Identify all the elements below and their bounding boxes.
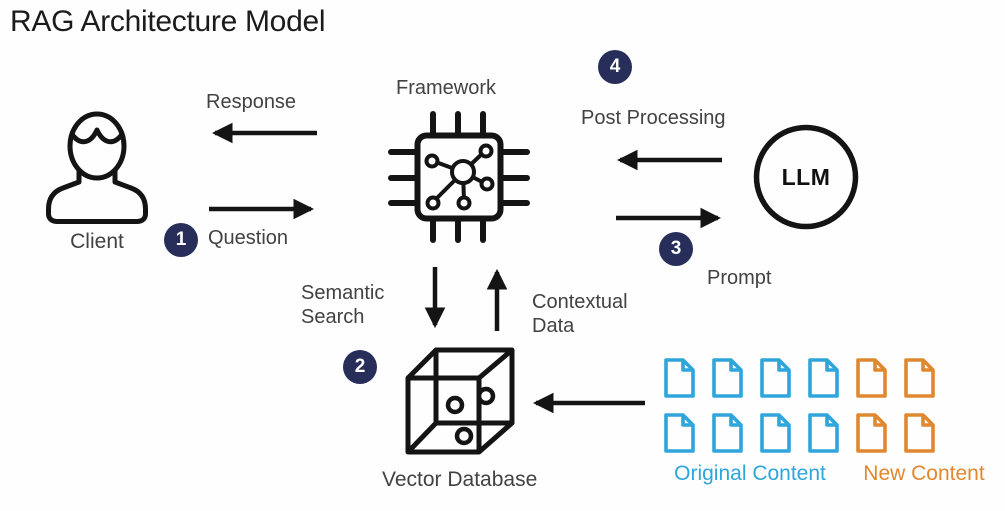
page-title: RAG Architecture Model — [10, 5, 326, 38]
llm-label: LLM — [781, 164, 831, 190]
client-label: Client — [70, 230, 124, 253]
document-icon — [712, 413, 743, 453]
document-icon — [904, 413, 935, 453]
framework-label: Framework — [396, 77, 497, 99]
vector-database-label: Vector Database — [382, 468, 538, 491]
client-person-icon — [46, 111, 148, 224]
new-content-doc-icons — [856, 358, 935, 453]
step-1-badge: 1 — [164, 223, 198, 257]
document-icon — [808, 358, 839, 398]
original-content-doc-icons — [664, 358, 839, 453]
contextual-data-label: Contextual Data — [532, 291, 628, 338]
document-icon — [760, 358, 791, 398]
network-hub-glyph — [424, 143, 495, 211]
step-3-badge: 3 — [659, 232, 693, 266]
framework-chip-icon — [388, 111, 530, 243]
document-icon — [664, 358, 695, 398]
step-2-badge: 2 — [343, 350, 377, 384]
document-icon — [760, 413, 791, 453]
document-icon — [856, 413, 887, 453]
document-icon — [808, 413, 839, 453]
document-icon — [664, 413, 695, 453]
llm-circle-icon — [753, 124, 859, 230]
prompt-label: Prompt — [707, 267, 772, 289]
document-icon — [856, 358, 887, 398]
diagram-arrows — [209, 122, 722, 414]
new-content-label: New Content — [863, 462, 985, 485]
semantic-search-label: Semantic Search — [301, 282, 385, 329]
post-processing-label: Post Processing — [581, 107, 726, 129]
step-4-badge: 4 — [598, 50, 632, 84]
document-icon — [904, 358, 935, 398]
vector-database-cube-icon — [405, 347, 515, 455]
question-label: Question — [208, 227, 289, 249]
document-icon — [712, 358, 743, 398]
response-label: Response — [206, 91, 297, 113]
original-content-label: Original Content — [674, 462, 826, 485]
